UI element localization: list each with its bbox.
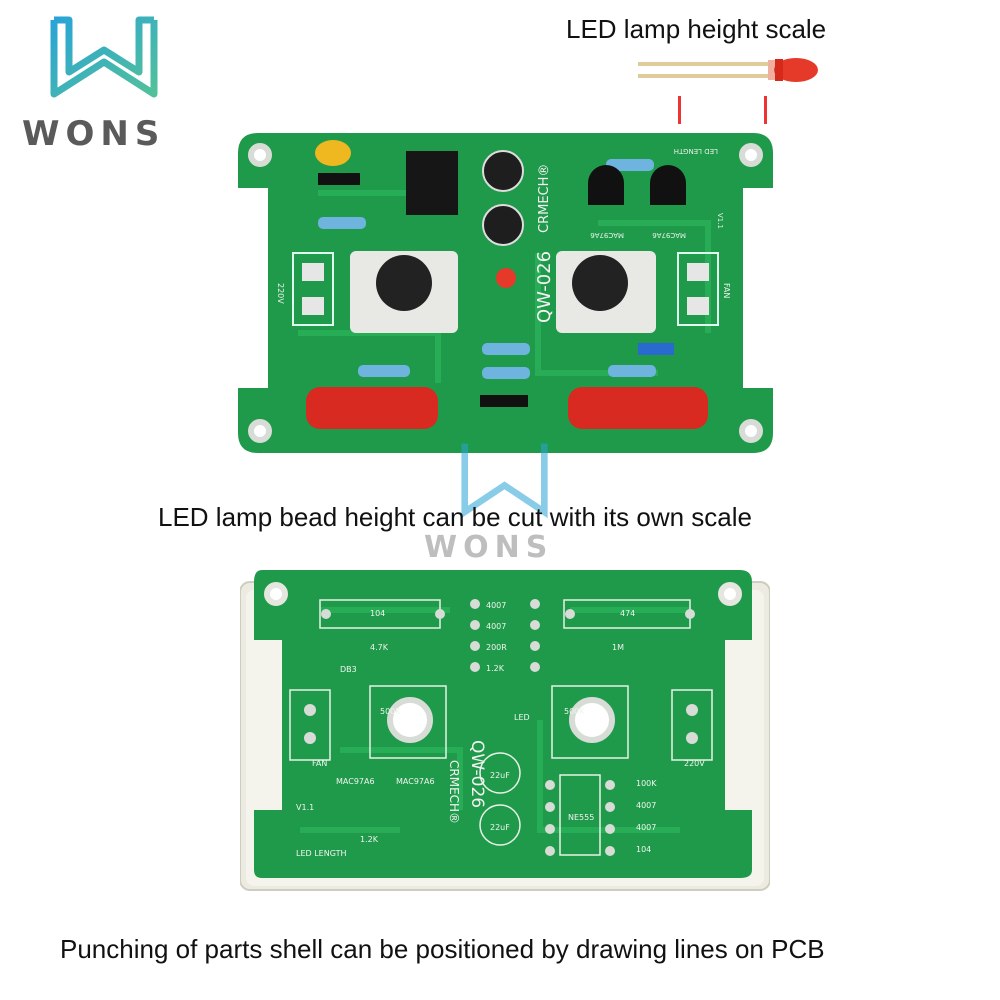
- svg-text:22uF: 22uF: [490, 771, 510, 780]
- svg-text:1.2K: 1.2K: [486, 664, 505, 673]
- svg-text:MAC97A6: MAC97A6: [652, 231, 686, 239]
- svg-text:LED LENGTH: LED LENGTH: [674, 147, 718, 155]
- logo-text: WONS: [22, 114, 166, 154]
- svg-text:LED LENGTH: LED LENGTH: [296, 849, 347, 858]
- svg-text:200R: 200R: [486, 643, 507, 652]
- svg-text:220V: 220V: [684, 759, 705, 768]
- svg-text:104: 104: [370, 609, 385, 618]
- led-lamp-scale-illustration: [638, 58, 818, 124]
- svg-text:104: 104: [636, 845, 651, 854]
- svg-text:NE555: NE555: [568, 813, 594, 822]
- svg-text:FAN: FAN: [722, 283, 731, 298]
- svg-text:500K: 500K: [564, 707, 585, 716]
- bare-pcb: 104 474 4007 4007 200R 1.2K 4.7K DB3 1M …: [240, 570, 770, 891]
- red-led: [496, 268, 516, 288]
- red-capacitor-right: [568, 387, 708, 429]
- svg-text:1M: 1M: [612, 643, 624, 652]
- svg-text:V1.1: V1.1: [296, 803, 314, 812]
- svg-text:4.7K: 4.7K: [370, 643, 389, 652]
- svg-text:LED: LED: [514, 713, 530, 722]
- top-maker-label: CRMECH®: [537, 164, 552, 233]
- svg-text:4007: 4007: [636, 801, 656, 810]
- red-capacitor-left: [306, 387, 438, 429]
- caption-punching-shell: Punching of parts shell can be positione…: [60, 934, 825, 964]
- svg-text:V1.1: V1.1: [716, 213, 724, 229]
- svg-text:MAC97A6: MAC97A6: [590, 231, 624, 239]
- svg-text:22uF: 22uF: [490, 823, 510, 832]
- watermark: WONS: [420, 438, 590, 568]
- assembled-pcb: CRMECH® QW-026 V1.1 LED LENGTH MAC97A6 M…: [238, 133, 773, 453]
- ic-chip: [406, 151, 458, 215]
- wons-logo-icon: [50, 16, 158, 98]
- caption-led-bead-cut: LED lamp bead height can be cut with its…: [158, 502, 753, 532]
- watermark-text: WONS: [424, 530, 554, 565]
- svg-text:FAN: FAN: [312, 759, 327, 768]
- yellow-capacitor: [315, 140, 351, 166]
- svg-text:MAC97A6: MAC97A6: [396, 777, 435, 786]
- svg-text:100K: 100K: [636, 779, 657, 788]
- svg-text:4007: 4007: [486, 622, 506, 631]
- svg-text:4007: 4007: [486, 601, 506, 610]
- red-led-icon: [774, 58, 818, 82]
- bottom-model-label: QW-026: [467, 740, 487, 808]
- svg-text:220V: 220V: [276, 283, 285, 304]
- svg-text:4007: 4007: [636, 823, 656, 832]
- svg-text:1.2K: 1.2K: [360, 835, 379, 844]
- bottom-maker-label: CRMECH®: [447, 760, 461, 824]
- wons-watermark-icon: [461, 443, 548, 519]
- svg-text:MAC97A6: MAC97A6: [336, 777, 375, 786]
- caption-led-height-scale: LED lamp height scale: [566, 14, 827, 44]
- svg-text:500K: 500K: [380, 707, 401, 716]
- top-model-label: QW-026: [534, 251, 555, 323]
- svg-text:DB3: DB3: [340, 665, 357, 674]
- svg-text:474: 474: [620, 609, 635, 618]
- brand-logo: WONS: [22, 14, 187, 154]
